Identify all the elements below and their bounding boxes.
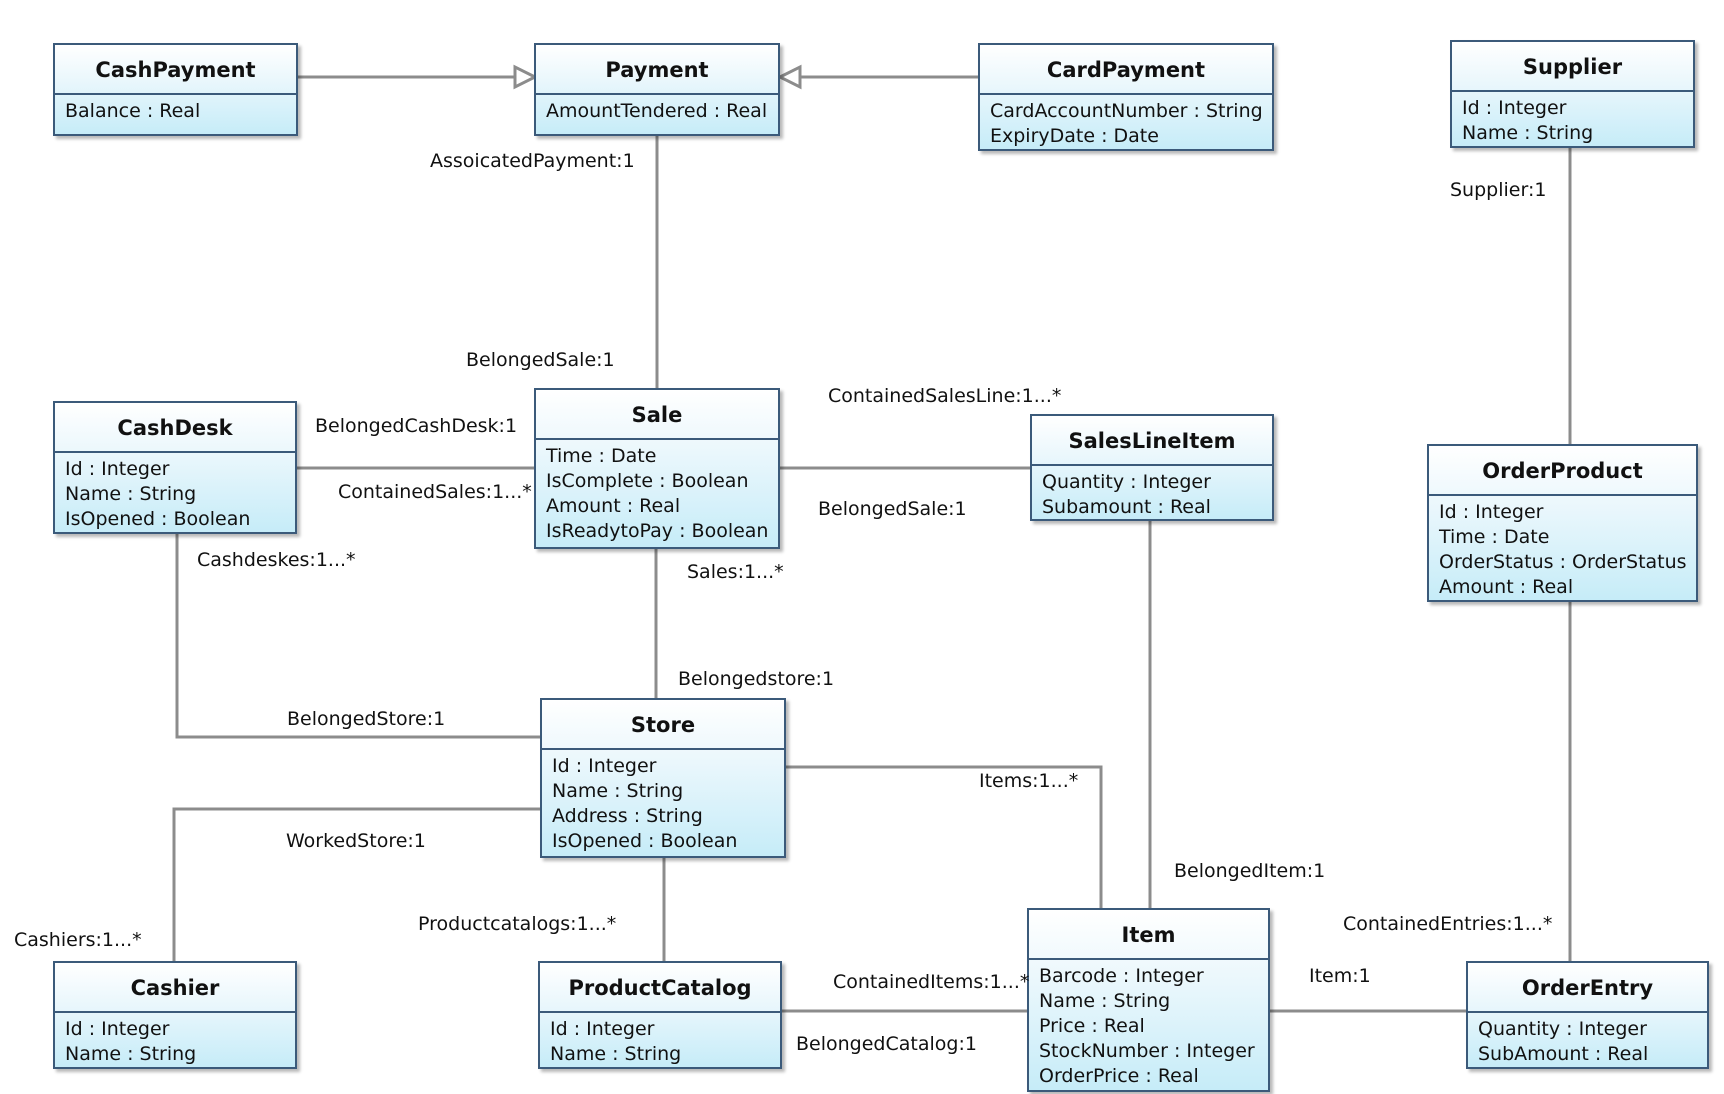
association-store-cashier <box>172 807 540 961</box>
class-name: Payment <box>536 45 778 95</box>
attribute: Amount : Real <box>1439 576 1574 598</box>
attribute: StockNumber : Integer <box>1039 1040 1255 1062</box>
attribute: Name : String <box>65 483 197 505</box>
attribute: Name : String <box>1462 122 1594 144</box>
class-cashier[interactable]: Cashier Id : Integer Name : String <box>53 961 297 1069</box>
class-saleslineitem[interactable]: SalesLineItem Quantity : Integer Subamou… <box>1030 414 1274 521</box>
attribute: Id : Integer <box>1462 97 1567 119</box>
attribute: Id : Integer <box>550 1018 655 1040</box>
attribute-list: Id : Integer Name : String <box>540 1013 780 1067</box>
attribute: Id : Integer <box>65 1018 170 1040</box>
attribute: Subamount : Real <box>1042 496 1211 518</box>
class-item[interactable]: Item Barcode : Integer Name : String Pri… <box>1027 908 1270 1092</box>
class-payment[interactable]: Payment AmountTendered : Real <box>534 43 780 136</box>
class-name: OrderProduct <box>1429 446 1696 496</box>
association-cashdesk-store <box>175 534 540 739</box>
role-label: Productcatalogs:1...* <box>418 913 617 935</box>
class-name: ProductCatalog <box>540 963 780 1013</box>
attribute: Time : Date <box>546 445 657 467</box>
attribute-list: Barcode : Integer Name : String Price : … <box>1029 960 1268 1089</box>
role-label: ContainedSalesLine:1...* <box>828 385 1062 407</box>
role-label: BelongedCatalog:1 <box>796 1033 977 1055</box>
role-label: BelongedItem:1 <box>1174 860 1326 882</box>
attribute: ExpiryDate : Date <box>990 125 1159 147</box>
attribute-list: CardAccountNumber : String ExpiryDate : … <box>980 95 1272 149</box>
attribute: Name : String <box>1039 990 1171 1012</box>
role-label: BelongedCashDesk:1 <box>315 415 518 437</box>
attribute: CardAccountNumber : String <box>990 100 1263 122</box>
class-supplier[interactable]: Supplier Id : Integer Name : String <box>1450 40 1695 148</box>
attribute: Time : Date <box>1439 526 1550 548</box>
attribute-list: Id : Integer Name : String <box>1452 92 1693 146</box>
attribute: Amount : Real <box>546 495 681 517</box>
association-store-item <box>786 765 1103 908</box>
role-label: WorkedStore:1 <box>286 830 426 852</box>
role-label: Cashdeskes:1...* <box>197 549 356 571</box>
attribute: AmountTendered : Real <box>546 100 768 122</box>
role-label: Items:1...* <box>979 770 1079 792</box>
attribute: IsOpened : Boolean <box>552 830 738 852</box>
attribute-list: Quantity : Integer SubAmount : Real <box>1468 1013 1707 1067</box>
attribute: Id : Integer <box>552 755 657 777</box>
role-label: ContainedSales:1...* <box>338 481 532 503</box>
attribute-list: Quantity : Integer Subamount : Real <box>1032 466 1272 520</box>
class-name: Supplier <box>1452 42 1693 92</box>
attribute-list: Id : Integer Name : String <box>55 1013 295 1067</box>
attribute: SubAmount : Real <box>1478 1043 1649 1065</box>
attribute-list: Id : Integer Name : String IsOpened : Bo… <box>55 453 295 532</box>
attribute: IsReadytoPay : Boolean <box>546 520 769 542</box>
class-name: Cashier <box>55 963 295 1013</box>
class-orderproduct[interactable]: OrderProduct Id : Integer Time : Date Or… <box>1427 444 1698 602</box>
class-productcatalog[interactable]: ProductCatalog Id : Integer Name : Strin… <box>538 961 782 1069</box>
attribute: Id : Integer <box>1439 501 1544 523</box>
class-cashpayment[interactable]: CashPayment Balance : Real <box>53 43 298 136</box>
role-label: Sales:1...* <box>687 561 784 583</box>
attribute: OrderPrice : Real <box>1039 1065 1199 1087</box>
class-sale[interactable]: Sale Time : Date IsComplete : Boolean Am… <box>534 388 780 549</box>
attribute: IsOpened : Boolean <box>65 508 251 530</box>
role-label: Cashiers:1...* <box>14 929 142 951</box>
class-name: OrderEntry <box>1468 963 1707 1013</box>
attribute: Name : String <box>65 1043 197 1065</box>
role-label: ContainedItems:1...* <box>833 971 1030 993</box>
attribute: Address : String <box>552 805 703 827</box>
class-cardpayment[interactable]: CardPayment CardAccountNumber : String E… <box>978 43 1274 151</box>
class-name: CashDesk <box>55 403 295 453</box>
attribute-list: Time : Date IsComplete : Boolean Amount … <box>536 440 778 544</box>
class-name: Sale <box>536 390 778 440</box>
attribute: Balance : Real <box>65 100 201 122</box>
attribute: Name : String <box>552 780 684 802</box>
generalization-arrowhead <box>513 64 539 90</box>
role-label: ContainedEntries:1...* <box>1343 913 1553 935</box>
attribute: OrderStatus : OrderStatus <box>1439 551 1687 573</box>
role-label: BelongedSale:1 <box>818 498 967 520</box>
class-cashdesk[interactable]: CashDesk Id : Integer Name : String IsOp… <box>53 401 297 534</box>
attribute: Id : Integer <box>65 458 170 480</box>
attribute: Name : String <box>550 1043 682 1065</box>
attribute: Price : Real <box>1039 1015 1145 1037</box>
class-name: CashPayment <box>55 45 296 95</box>
class-store[interactable]: Store Id : Integer Name : String Address… <box>540 698 786 858</box>
class-name: SalesLineItem <box>1032 416 1272 466</box>
role-label: Belongedstore:1 <box>678 668 835 690</box>
attribute: IsComplete : Boolean <box>546 470 749 492</box>
role-label: BelongedSale:1 <box>466 349 615 371</box>
class-name: CardPayment <box>980 45 1272 95</box>
attribute-list: Id : Integer Time : Date OrderStatus : O… <box>1429 496 1696 600</box>
attribute-list: Balance : Real <box>55 95 296 124</box>
attribute: Quantity : Integer <box>1042 471 1211 493</box>
role-label: BelongedStore:1 <box>287 708 446 730</box>
attribute: Quantity : Integer <box>1478 1018 1647 1040</box>
role-label: Supplier:1 <box>1450 179 1547 201</box>
role-label: Item:1 <box>1309 965 1371 987</box>
attribute: Barcode : Integer <box>1039 965 1204 987</box>
class-name: Item <box>1029 910 1268 960</box>
generalization-arrowhead <box>776 64 802 90</box>
role-label: AssoicatedPayment:1 <box>430 150 635 172</box>
class-name: Store <box>542 700 784 750</box>
class-orderentry[interactable]: OrderEntry Quantity : Integer SubAmount … <box>1466 961 1709 1069</box>
attribute-list: Id : Integer Name : String Address : Str… <box>542 750 784 854</box>
attribute-list: AmountTendered : Real <box>536 95 778 124</box>
